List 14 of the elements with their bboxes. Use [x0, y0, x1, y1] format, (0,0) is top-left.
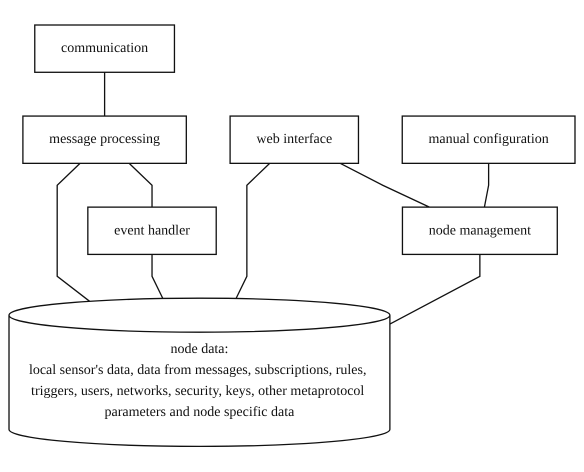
- connector: [56, 163, 90, 302]
- connector: [128, 163, 153, 208]
- node-box: event handler: [87, 206, 217, 256]
- connector: [235, 163, 270, 300]
- node-box: node management: [402, 206, 558, 256]
- connector: [104, 72, 106, 116]
- node-box: communication: [34, 24, 176, 74]
- connector: [151, 254, 164, 300]
- connector: [390, 254, 481, 325]
- connector: [340, 163, 430, 208]
- connector: [484, 164, 490, 208]
- node-box: web interface: [229, 116, 360, 164]
- node-box: manual configuration: [402, 116, 576, 164]
- node-box: message processing: [22, 116, 187, 164]
